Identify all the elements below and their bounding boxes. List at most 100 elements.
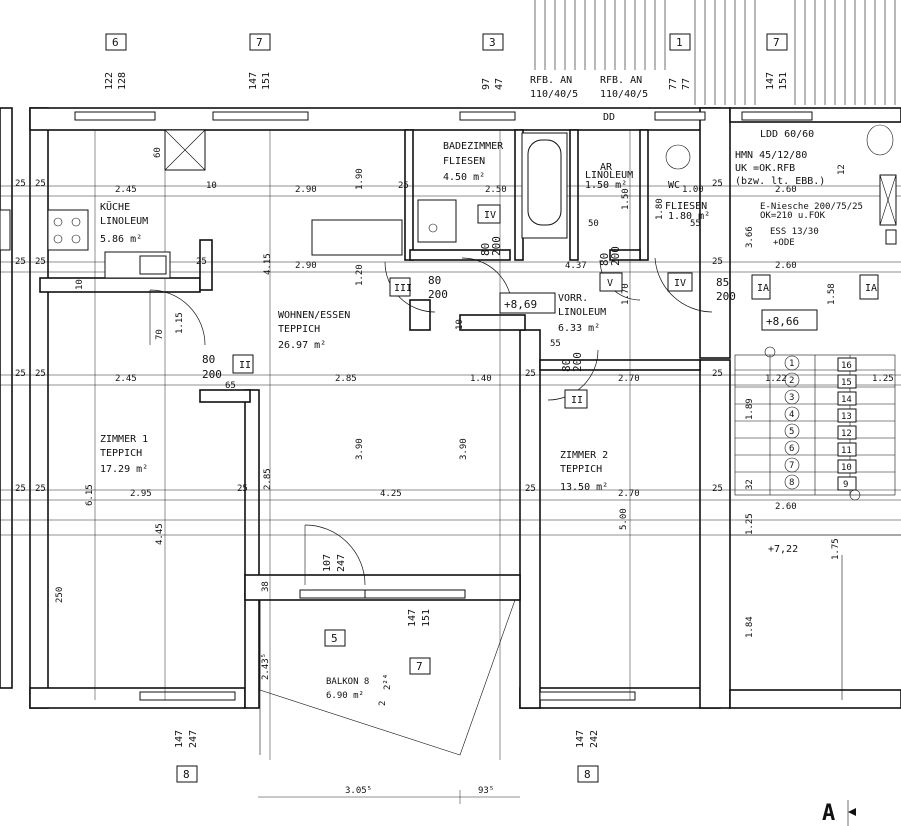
stair-step: 7 xyxy=(789,461,794,471)
dim: 2.43⁵ xyxy=(261,653,271,680)
dim: 70 xyxy=(155,329,165,340)
stair-step: 3 xyxy=(789,393,794,403)
dim: 2 xyxy=(378,701,388,706)
door-width: 80 xyxy=(598,253,611,266)
top-windows xyxy=(74,111,813,701)
dim: 1.75 xyxy=(831,538,841,560)
dim: 1.20 xyxy=(355,264,365,286)
window-dim: 151 xyxy=(261,72,272,90)
stair-step: 16 xyxy=(841,361,852,371)
stairs xyxy=(730,346,901,700)
dim: 1.00 xyxy=(682,185,704,195)
room-floor: LINOLEUM xyxy=(100,216,148,227)
dim: 1.22 xyxy=(765,374,787,384)
dim: 25 xyxy=(237,484,248,494)
dim: 10 xyxy=(455,319,465,330)
window-dim: 151 xyxy=(421,609,432,627)
room-floor: FLIESEN xyxy=(443,156,485,167)
door-tag: III xyxy=(394,283,412,294)
room-area: 17.29 m² xyxy=(100,464,148,475)
stair-step: 6 xyxy=(789,444,794,454)
dim: 93⁵ xyxy=(478,786,494,796)
window-dim: 247 xyxy=(188,730,199,748)
door-tag: IV xyxy=(484,210,496,221)
window-dim: 147 xyxy=(407,609,418,627)
note-rfb-size: 110/40/5 xyxy=(530,89,578,100)
note-ess: ESS 13/30 xyxy=(770,227,819,237)
bath-fixtures xyxy=(311,124,897,256)
dim: 1.80 xyxy=(655,198,665,220)
window-markers-top: 6 122 128 7 147 151 3 97 47 1 77 77 7 14… xyxy=(104,33,789,90)
dim: 4.15 xyxy=(263,253,273,275)
dim: 1.89 xyxy=(745,398,755,420)
door-sizes: 80 200 80 200 80 200 80 200 80 200 85 20… xyxy=(202,236,736,381)
dim: 2.90 xyxy=(295,261,317,271)
dim: 25 xyxy=(712,369,723,379)
dim: 50 xyxy=(588,219,599,229)
kitchen-fixtures xyxy=(0,129,206,279)
stair-step: 13 xyxy=(841,412,852,422)
door-height: 200 xyxy=(428,288,448,301)
vertical-dimension-labels: 60 1.90 1.20 4.15 3.90 3.90 6.15 4.45 25… xyxy=(55,147,847,706)
door-tag: IV xyxy=(674,278,686,289)
door-tag: V xyxy=(607,278,613,289)
dim: 1.58 xyxy=(827,283,837,305)
dim: 60 xyxy=(153,147,163,158)
outer-walls xyxy=(0,107,901,709)
door-height: 200 xyxy=(202,368,222,381)
door-width: 80 xyxy=(428,274,441,287)
window-dim: 147 xyxy=(575,730,586,748)
dim: 55 xyxy=(690,219,701,229)
dim: 2.85 xyxy=(335,374,357,384)
dim: 1.50 xyxy=(621,188,631,210)
stair-step: 5 xyxy=(789,427,794,437)
window-dim: 77 xyxy=(681,78,692,90)
stair-step: 11 xyxy=(841,446,852,456)
dim: 2.70 xyxy=(618,489,640,499)
dim: 25 xyxy=(712,484,723,494)
dim: 1.25 xyxy=(745,513,755,535)
dim: 10 xyxy=(75,279,85,290)
room-name: AR xyxy=(600,162,613,173)
dim: 65 xyxy=(225,381,236,391)
dim: 3.05⁵ xyxy=(345,786,372,796)
room-name: VORR. xyxy=(558,293,588,304)
level-markers: +8,69 +8,66 +7,22 xyxy=(499,292,818,555)
room-area: 13.50 m² xyxy=(560,482,608,493)
door-tag: II xyxy=(571,395,583,406)
stair-step: 14 xyxy=(841,395,852,405)
door-height: 200 xyxy=(571,352,584,372)
dim: 25 xyxy=(15,257,26,267)
stair-step: 10 xyxy=(841,463,852,473)
dim: 4.25 xyxy=(380,489,402,499)
dim: 250 xyxy=(55,587,65,603)
window-dim: 47 xyxy=(494,78,505,90)
window-num: 8 xyxy=(183,768,190,781)
room-name: BALKON 8 xyxy=(326,677,369,687)
door-width: 80 xyxy=(202,353,215,366)
note-hmn: HMN 45/12/80 xyxy=(735,150,807,161)
dim: 25 xyxy=(398,181,409,191)
dim: 25 xyxy=(712,257,723,267)
room-floor: FLIESEN xyxy=(665,201,707,212)
dim: 1.40 xyxy=(470,374,492,384)
room-labels: KÜCHE LINOLEUM 5.86 m² BADEZIMMER FLIESE… xyxy=(100,141,710,701)
room-name: ZIMMER 1 xyxy=(100,434,148,445)
room-name: BADEZIMMER xyxy=(443,141,504,152)
dim: 25 xyxy=(35,179,46,189)
dim: 2.45 xyxy=(115,374,137,384)
stair-step: 15 xyxy=(841,378,852,388)
stair-step: 12 xyxy=(841,429,852,439)
window-dim: 122 xyxy=(104,72,115,90)
dim: 1.84 xyxy=(745,616,755,638)
level-main: +8,69 xyxy=(504,298,537,311)
dim: 25 xyxy=(196,257,207,267)
room-area: 6.33 m² xyxy=(558,323,600,334)
dim: 12 xyxy=(837,164,847,175)
dim: 25 xyxy=(35,257,46,267)
door-width: 80 xyxy=(479,243,492,256)
window-num: 1 xyxy=(676,36,683,49)
hatched-area xyxy=(534,0,896,105)
window-dim: 147 xyxy=(248,72,259,90)
